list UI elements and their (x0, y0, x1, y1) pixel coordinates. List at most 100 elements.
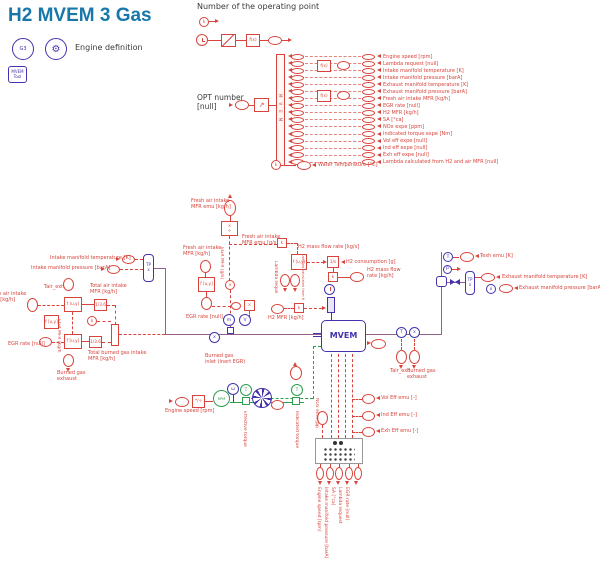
port-oval[interactable] (317, 411, 328, 425)
gas-icon[interactable]: G3 (12, 38, 34, 60)
port-oval[interactable] (271, 400, 284, 410)
mvem-block[interactable]: MVEM (321, 320, 366, 352)
port-oval[interactable] (280, 274, 290, 287)
port-oval[interactable] (122, 255, 135, 264)
port-oval[interactable] (396, 350, 407, 364)
port-oval[interactable] (290, 366, 302, 380)
torque-sensor[interactable]: T (291, 384, 303, 396)
fraction-sensor[interactable]: x (486, 284, 496, 294)
port-oval[interactable] (291, 60, 304, 67)
rpm-conversion-block[interactable]: */÷ (192, 395, 205, 408)
port-oval[interactable] (362, 109, 375, 116)
port-oval[interactable] (337, 91, 350, 100)
port-oval[interactable] (362, 427, 375, 437)
engine-inertia-icon[interactable] (252, 388, 272, 408)
port-oval[interactable] (291, 138, 304, 145)
port-oval[interactable] (362, 88, 375, 95)
function-block[interactable]: f [u,y] (44, 315, 59, 329)
unit-conversion-block[interactable]: 1/3.6 (89, 336, 102, 348)
port-oval[interactable] (371, 339, 386, 349)
port-oval[interactable] (362, 411, 375, 421)
port-oval[interactable] (316, 467, 324, 480)
gain-block[interactable]: k (328, 272, 338, 282)
torque-tap-block[interactable] (242, 397, 250, 405)
constant-k-block[interactable]: k (199, 17, 209, 27)
temperature-sensor[interactable]: T (396, 327, 407, 338)
port-oval[interactable] (291, 152, 304, 159)
line-tap-block[interactable] (227, 327, 234, 334)
port-oval[interactable] (231, 302, 241, 310)
port-oval[interactable] (460, 252, 474, 262)
port-oval[interactable] (291, 74, 304, 81)
fx-block[interactable]: f(x) (317, 90, 331, 102)
gain-block[interactable]: k (277, 238, 287, 248)
flow-sensor[interactable]: m (223, 314, 235, 326)
fraction-sensor[interactable]: x (209, 332, 220, 343)
port-oval[interactable] (362, 74, 375, 81)
port-oval[interactable] (63, 278, 74, 291)
divide-block[interactable]: × ÷ (221, 221, 238, 236)
port-oval[interactable] (200, 260, 211, 273)
port-oval[interactable] (362, 138, 375, 145)
port-oval[interactable] (291, 102, 304, 109)
port-oval[interactable] (362, 394, 375, 404)
port-oval[interactable] (362, 102, 375, 109)
torque-tap-block[interactable] (292, 397, 300, 405)
port-oval[interactable] (362, 60, 375, 67)
constant-k-block[interactable]: k (87, 316, 97, 326)
port-oval[interactable] (344, 467, 353, 480)
port-oval[interactable] (291, 88, 304, 95)
multiply-junction[interactable]: × (225, 280, 235, 290)
function-block[interactable]: f [u,y] (64, 334, 82, 349)
intake-mux-block[interactable]: TPx (143, 254, 154, 282)
valve-icon[interactable] (450, 279, 455, 285)
fx-block[interactable]: f(x) (317, 60, 331, 72)
speed-sensor[interactable]: ω (227, 383, 239, 395)
volume-chamber-block[interactable] (436, 276, 447, 287)
function-block[interactable]: f (u,y) (64, 297, 82, 312)
port-oval[interactable] (337, 61, 350, 70)
speed-source-block[interactable]: RPM (213, 390, 230, 407)
pressure-sensor[interactable]: P (443, 265, 452, 274)
port-oval[interactable] (291, 131, 304, 138)
port-oval[interactable] (175, 397, 189, 407)
port-oval[interactable] (271, 304, 284, 314)
port-oval[interactable] (290, 274, 300, 287)
unit-conversion-block[interactable]: 1/3.6 (94, 299, 107, 311)
port-oval[interactable] (362, 116, 375, 123)
port-oval[interactable] (362, 95, 375, 102)
port-oval[interactable] (27, 298, 38, 312)
port-oval[interactable] (63, 354, 74, 367)
port-oval[interactable] (291, 116, 304, 123)
gauge-sensor[interactable] (324, 284, 335, 295)
port-oval[interactable] (291, 95, 304, 102)
integrator-block[interactable]: 1/s (327, 256, 339, 268)
opt-number-oval[interactable] (235, 100, 249, 110)
lookup-table-block[interactable] (221, 34, 236, 47)
port-oval[interactable] (362, 145, 375, 152)
engine-definition-icon[interactable]: ⚙ (45, 38, 67, 60)
port-oval[interactable] (350, 272, 364, 282)
port-oval[interactable] (268, 36, 282, 45)
port-oval[interactable] (362, 81, 375, 88)
exhaust-mux-block[interactable]: TPx (465, 271, 475, 295)
fraction-sensor[interactable]: x (409, 327, 420, 338)
constant-k-block[interactable]: k (271, 160, 281, 170)
port-oval[interactable] (362, 152, 375, 159)
port-oval[interactable] (291, 53, 304, 60)
mvem-tool-icon[interactable]: MVEM Tool (8, 66, 27, 83)
port-oval[interactable] (224, 200, 236, 216)
port-oval[interactable] (297, 161, 311, 170)
fx-block[interactable]: f(x) (246, 34, 260, 47)
port-oval[interactable] (335, 467, 344, 480)
valve-icon[interactable] (455, 279, 460, 285)
port-oval[interactable] (39, 337, 52, 347)
function-block[interactable]: f (u,y) (291, 254, 307, 270)
mux-block[interactable] (111, 324, 119, 346)
demux-block[interactable]: MVEM (276, 54, 285, 166)
port-oval[interactable] (362, 159, 375, 166)
port-oval[interactable] (499, 284, 513, 293)
volume-sensor[interactable]: V (239, 314, 251, 326)
port-oval[interactable] (325, 467, 334, 480)
port-oval[interactable] (362, 53, 375, 60)
